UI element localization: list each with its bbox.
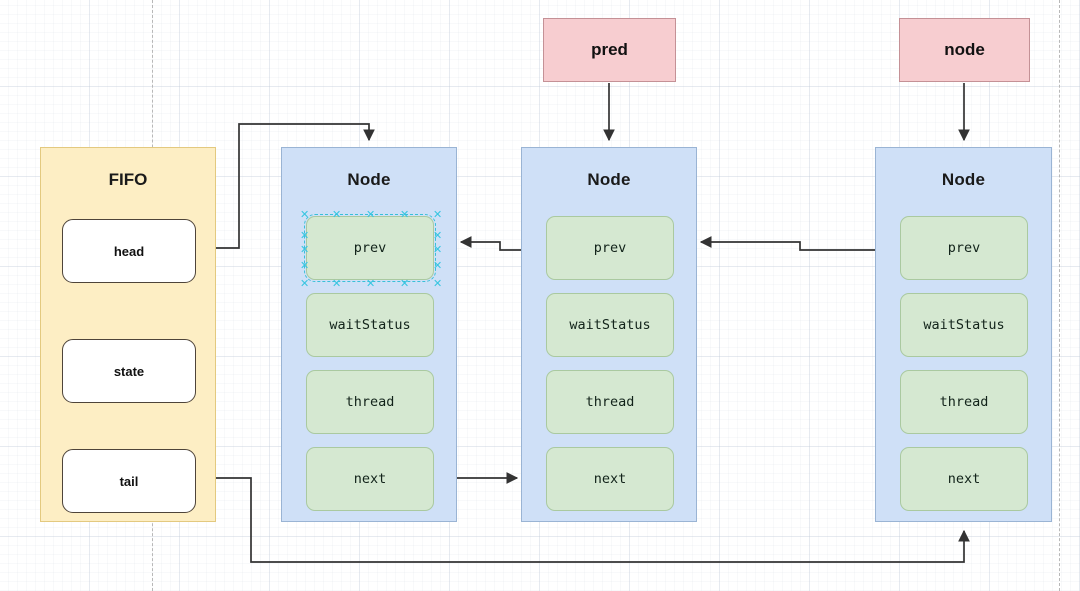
connect-handle-s[interactable] [366, 279, 375, 288]
node-2-field-next-label: next [593, 471, 627, 487]
node-3-field-prev[interactable]: prev [900, 216, 1028, 280]
connect-handle-s-right[interactable] [400, 279, 409, 288]
fifo-field-state[interactable]: state [62, 339, 196, 403]
connect-handle-s-left[interactable] [332, 279, 341, 288]
node-1-field-waitstatus-label: waitStatus [329, 317, 411, 333]
fifo-container[interactable]: FIFO head state tail [40, 147, 216, 522]
node-3-title: Node [941, 170, 986, 189]
node-container-3[interactable]: Node prev waitStatus thread next [875, 147, 1052, 522]
connect-handle-w-lower[interactable] [300, 261, 309, 270]
node-3-field-thread[interactable]: thread [900, 370, 1028, 434]
fifo-field-head[interactable]: head [62, 219, 196, 283]
fifo-field-tail-label: tail [119, 473, 139, 489]
resize-handle-ne[interactable] [433, 210, 442, 219]
node-container-2[interactable]: Node prev waitStatus thread next [521, 147, 697, 522]
node-2-field-waitstatus[interactable]: waitStatus [546, 293, 674, 357]
fifo-field-head-label: head [113, 243, 145, 259]
resize-handle-se[interactable] [433, 279, 442, 288]
node-2-field-next[interactable]: next [546, 447, 674, 511]
resize-handle-w[interactable] [300, 245, 309, 254]
node-3-field-prev-label: prev [947, 240, 981, 256]
connect-handle-e-lower[interactable] [433, 261, 442, 270]
pointer-label-node: node [944, 40, 985, 59]
node-2-field-prev[interactable]: prev [546, 216, 674, 280]
pointer-box-pred[interactable]: pred [543, 18, 676, 82]
connect-handle-n[interactable] [366, 210, 375, 219]
node-3-field-thread-label: thread [939, 394, 989, 410]
edge-head-to-node1 [195, 123, 375, 249]
node-1-field-prev[interactable]: prev [304, 214, 436, 282]
pointer-box-node[interactable]: node [899, 18, 1030, 82]
edge-tail-to-node3 [195, 477, 970, 563]
connect-handle-w-upper[interactable] [300, 231, 309, 240]
node-2-field-thread-label: thread [585, 394, 635, 410]
node-3-field-next[interactable]: next [900, 447, 1028, 511]
node-3-field-waitstatus[interactable]: waitStatus [900, 293, 1028, 357]
node-1-field-next[interactable]: next [306, 447, 434, 511]
resize-handle-nw[interactable] [300, 210, 309, 219]
node-1-field-thread[interactable]: thread [306, 370, 434, 434]
connect-handle-n-left[interactable] [332, 210, 341, 219]
node-2-field-waitstatus-label: waitStatus [569, 317, 651, 333]
node-1-title: Node [347, 170, 391, 189]
resize-handle-e[interactable] [433, 245, 442, 254]
connect-handle-n-right[interactable] [400, 210, 409, 219]
connect-handle-e-upper[interactable] [433, 231, 442, 240]
node-3-field-next-label: next [947, 471, 981, 487]
edge-node3prev-to-node2 [699, 236, 899, 251]
node-3-field-waitstatus-label: waitStatus [923, 317, 1005, 333]
node-1-field-prev-label: prev [353, 240, 387, 256]
fifo-title: FIFO [108, 170, 148, 189]
resize-handle-sw[interactable] [300, 279, 309, 288]
node-1-field-next-label: next [353, 471, 387, 487]
node-2-field-thread[interactable]: thread [546, 370, 674, 434]
node-1-field-waitstatus[interactable]: waitStatus [306, 293, 434, 357]
fifo-field-state-label: state [113, 363, 145, 379]
node-2-title: Node [587, 170, 631, 189]
node-2-field-prev-label: prev [593, 240, 627, 256]
node-container-1[interactable]: Node prev waitStatus thread [281, 147, 457, 522]
pointer-label-pred: pred [591, 40, 628, 59]
fifo-field-tail[interactable]: tail [62, 449, 196, 513]
node-1-field-thread-label: thread [345, 394, 395, 410]
page-break-right [1059, 0, 1060, 591]
